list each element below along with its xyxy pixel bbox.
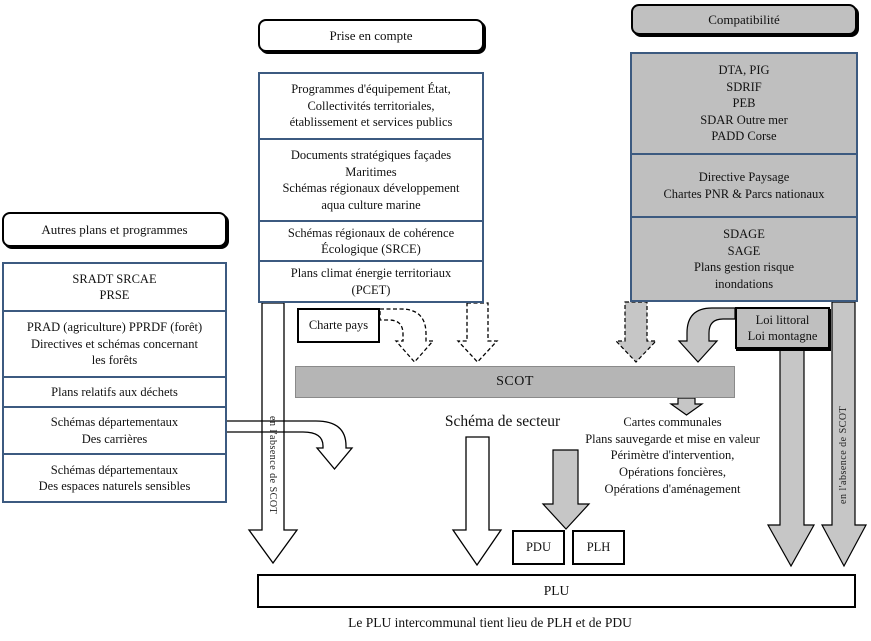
label-schema-de-secteur: Schéma de secteur — [444, 413, 561, 430]
box-directive-paysage: Directive Paysage Chartes PNR & Parcs na… — [630, 153, 858, 218]
box-pdu: PDU — [512, 530, 565, 565]
box-espaces-naturels: Schémas départementaux Des espaces natur… — [2, 453, 227, 503]
legend-prise-en-compte: Prise en compte — [258, 19, 484, 52]
bar-plu: PLU — [257, 574, 856, 608]
box-prad: PRAD (agriculture) PPRDF (forêt) Directi… — [2, 310, 227, 378]
bar-scot: SCOT — [295, 366, 735, 398]
legend-compatibilite: Compatibilité — [631, 4, 857, 35]
box-dechets: Plans relatifs aux déchets — [2, 376, 227, 408]
arrow-carrieres-bent — [227, 420, 354, 471]
box-pcet: Plans climat énergie territoriaux (PCET) — [258, 260, 484, 303]
box-loi-littoral-montagne: Loi littoral Loi montagne — [735, 307, 830, 349]
box-sdage: SDAGE SAGE Plans gestion risque inondati… — [630, 216, 858, 302]
box-carrieres: Schémas départementaux Des carrières — [2, 406, 227, 455]
arrow-right-to-scot — [614, 301, 658, 363]
box-srce: Schémas régionaux de cohérence Écologiqu… — [258, 220, 484, 262]
legend-autres-plans: Autres plans et programmes — [2, 212, 227, 247]
diagram-caption: Le PLU intercommunal tient lieu de PLH e… — [348, 615, 632, 630]
arrow-loi-to-scot — [677, 307, 736, 363]
arrow-secteur-to-plu — [451, 436, 503, 567]
arrow-pcet-to-scot — [456, 302, 499, 363]
box-sradt: SRADT SRCAE PRSE — [2, 262, 227, 312]
box-dta-pig: DTA, PIG SDRIF PEB SDAR Outre mer PADD C… — [630, 52, 858, 155]
label-cartes-communales: Cartes communales Plans sauvegarde et mi… — [585, 415, 760, 496]
label-absence-scot-left: en l'absence de SCOT — [267, 415, 278, 515]
label-absence-scot-right: en l'absence de SCOT — [838, 405, 849, 505]
arrow-charte-to-scot — [379, 308, 435, 363]
box-documents-strategiques: Documents stratégiques façades Maritimes… — [258, 138, 484, 222]
arrow-scot-to-cartes — [669, 397, 704, 416]
box-plh: PLH — [572, 530, 625, 565]
box-programmes-equipement: Programmes d'équipement État, Collectivi… — [258, 72, 484, 140]
box-charte-pays: Charte pays — [297, 308, 380, 343]
